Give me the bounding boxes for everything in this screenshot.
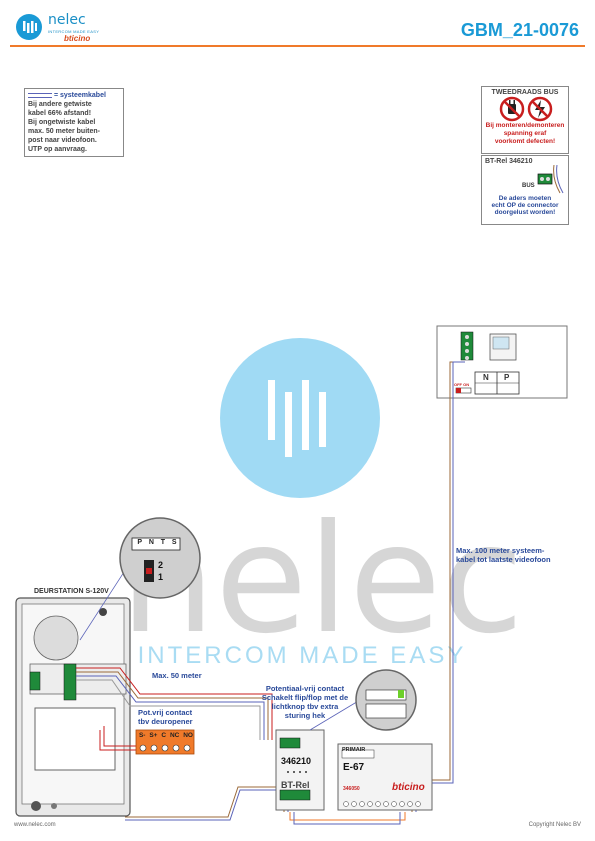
cable-note: = systeemkabel Bij andere getwiste kabel… [24, 88, 124, 157]
max-50-label: Max. 50 meter [152, 671, 202, 680]
header-rule [10, 45, 585, 47]
btrel-name: BT-Rel [281, 780, 310, 790]
door-wire [76, 667, 273, 740]
pnts-connector [131, 537, 181, 551]
door-station-title: DEURSTATION S-120V [34, 588, 109, 595]
cable-note-line: post naar videofoon. [28, 137, 97, 144]
e67-label: E-67 [343, 762, 365, 773]
watermark-logo-circle [220, 338, 380, 498]
bottom-bus-wire [125, 786, 285, 818]
footer-website: www.nelec.com [14, 822, 56, 828]
btrel-note-line: De aders moeten [498, 195, 552, 202]
door-station-module-area [29, 663, 127, 695]
logo-sub: bticino [64, 34, 91, 43]
warning-icons [499, 96, 553, 122]
cable-legend: = systeemkabel [28, 91, 120, 100]
watermark-logo-bars [268, 380, 326, 457]
btrel-note: BT-Rel 346210 BUS De aders moeten echt O… [481, 155, 569, 225]
primair-label: PRIMAIR [342, 747, 366, 753]
connector-t: T [160, 539, 166, 546]
bus-warning-line: spanning eraf [503, 130, 547, 137]
system-distance-label: Max. 100 meter systeem- kabel tot laatst… [456, 546, 551, 564]
connector-n: N [148, 539, 154, 546]
bus-warning-line: voorkomt defecten! [494, 138, 556, 145]
btrel-note-line: echt OP de connector [491, 202, 559, 209]
door-station-terminal-right [63, 663, 77, 701]
door-station-button-icon [31, 801, 41, 811]
connector-p: P [137, 539, 143, 546]
logo-mark-icon [16, 14, 42, 40]
power-supply-code: 346050 [343, 786, 360, 792]
cable-note-line: kabel 66% afstand! [28, 110, 92, 117]
door-station-terminal-left [29, 671, 41, 691]
doc-id: GBM_21-0076 [460, 20, 579, 40]
relay-terminal-labels: S- S+ C NC NO [137, 732, 195, 739]
watermark-tagline: INTERCOM MADE EASY [137, 642, 467, 669]
camera-icon [99, 608, 107, 616]
logo-tagline: INTERCOM MADE EASY [48, 29, 100, 34]
link-wire [289, 812, 406, 821]
power-supply-brand: bticino [392, 782, 425, 793]
no-voltage-icon [527, 96, 553, 122]
btrel-note-title: BT-Rel 346210 [485, 158, 533, 165]
bus-connector-diagram [537, 165, 564, 194]
terminal-no: NO [183, 732, 193, 739]
link-wire [293, 812, 401, 825]
terminal-s-minus: S- [138, 732, 146, 739]
connector-s: S [171, 539, 177, 546]
terminal-nc: NC [169, 732, 180, 739]
cable-note-line: UTP op aanvraag. [28, 146, 88, 153]
bottom-bus-wire [125, 789, 289, 821]
door-wire [76, 675, 265, 740]
pnts-labels: P N T S [134, 539, 180, 546]
flipflop-note: Potentiaal-vrij contact Schakelt flip/fl… [261, 684, 349, 720]
speaker-grille-icon [33, 615, 79, 661]
door-wire [76, 671, 269, 740]
connector-zoom-circle [119, 517, 201, 599]
offon-label: OFF ON [454, 382, 470, 387]
cable-note-line: Bij andere getwiste [28, 101, 92, 108]
logo-name: nelec [48, 12, 86, 28]
bus-warning: TWEEDRAADS BUS Bij monteren/demonteren s… [481, 86, 569, 154]
terminal-c: C [161, 732, 167, 739]
label-p: P [504, 373, 510, 382]
contact-note: Pot.vrij contact tbv deuropener [138, 708, 193, 726]
cable-note-line: Bij ongetwiste kabel [28, 119, 96, 126]
footer-copyright: Copyright Nelec BV [528, 822, 581, 828]
bus-warning-title: TWEEDRAADS BUS [491, 89, 559, 96]
no-plug-icon [499, 96, 525, 122]
jumper-label-1: 1 [158, 572, 164, 582]
bus-label: BUS [522, 183, 535, 189]
btrel-note-line: doorgelust worden! [494, 209, 556, 216]
cable-note-line: max. 50 meter buiten- [28, 128, 100, 135]
label-n: N [483, 373, 489, 382]
relay-wire [103, 726, 150, 747]
door-wire [76, 679, 261, 740]
btrel-code: 346210 [281, 756, 312, 766]
jumper-label-2: 2 [158, 560, 164, 570]
bus-connector-icon [537, 173, 553, 185]
terminal-s-plus: S+ [149, 732, 158, 739]
door-station-display-area [34, 707, 116, 771]
relay-wire [99, 730, 150, 751]
bus-warning-line: Bij monteren/demonteren [485, 122, 565, 129]
nelec-logo: nelec INTERCOM MADE EASY bticino [16, 12, 126, 44]
cable-legend-line-icon [28, 92, 52, 98]
